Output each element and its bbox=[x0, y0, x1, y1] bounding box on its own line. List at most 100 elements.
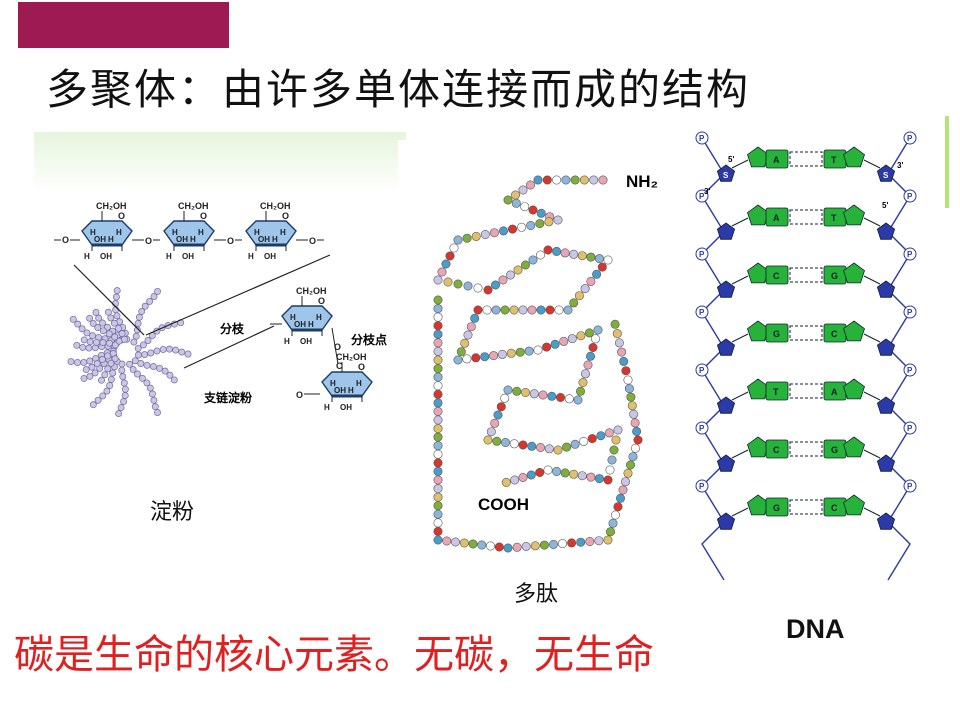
amino-acid-bead-25 bbox=[480, 230, 490, 240]
amino-acid-bead-9 bbox=[518, 185, 528, 195]
starch-glucose-bead-38 bbox=[94, 396, 102, 404]
amino-acid-bead-94 bbox=[588, 343, 598, 353]
glycosidic-link-right bbox=[863, 391, 881, 401]
starch-glucose-bead-110 bbox=[92, 309, 100, 316]
amino-acid-bead-205 bbox=[631, 443, 641, 453]
oh-label: OH bbox=[100, 252, 112, 261]
amino-acid-bead-35 bbox=[453, 279, 463, 289]
amino-acid-bead-115 bbox=[492, 436, 502, 446]
starch-glucose-bead-44 bbox=[121, 385, 129, 393]
amino-acid-bead-84 bbox=[524, 346, 534, 356]
starch-glucose-bead-48 bbox=[115, 410, 123, 418]
amino-acid-bead-69 bbox=[482, 305, 492, 315]
amino-acid-bead-144 bbox=[518, 472, 528, 482]
amino-acid-bead-143 bbox=[526, 470, 536, 480]
starch-glucose-bead-74 bbox=[178, 348, 186, 356]
base-letter-left: A bbox=[773, 213, 780, 223]
amino-acid-bead-78 bbox=[471, 353, 481, 363]
hydrogen-bond-box bbox=[789, 267, 823, 283]
amino-acid-bead-171 bbox=[433, 501, 443, 511]
phosphate-right bbox=[903, 247, 917, 261]
starch-glucose-bead-122 bbox=[89, 319, 97, 327]
amino-acid-bead-216 bbox=[617, 347, 627, 357]
amino-acid-bead-24 bbox=[489, 228, 499, 238]
sugar-left bbox=[716, 338, 736, 356]
amino-acid-bead-108 bbox=[503, 385, 513, 395]
phosphate-label-left: P bbox=[699, 192, 705, 201]
glycosidic-link-right bbox=[863, 507, 881, 517]
starch-glucose-bead-64 bbox=[161, 367, 169, 375]
phosphate-label-right: P bbox=[907, 250, 913, 259]
amino-acid-bead-140 bbox=[552, 466, 562, 476]
base-pentagon-right bbox=[843, 494, 865, 516]
amino-acid-bead-76 bbox=[453, 355, 463, 365]
amino-acid-bead-183 bbox=[503, 543, 513, 553]
amino-acid-bead-186 bbox=[530, 541, 540, 551]
sugar-right bbox=[876, 454, 896, 472]
amino-acid-bead-4 bbox=[561, 175, 571, 185]
amino-acid-bead-109 bbox=[500, 393, 510, 403]
base-ring-left bbox=[765, 439, 789, 459]
amino-acid-bead-21 bbox=[517, 222, 527, 232]
phosphate-left bbox=[695, 131, 709, 145]
amino-acid-bead-6 bbox=[542, 175, 552, 185]
amino-acid-bead-19 bbox=[535, 219, 545, 229]
amino-acid-bead-206 bbox=[633, 435, 643, 445]
amino-acid-bead-57 bbox=[580, 284, 590, 294]
amino-acid-bead-217 bbox=[614, 338, 624, 348]
amino-acid-bead-13 bbox=[520, 202, 530, 212]
phosphate-right bbox=[903, 305, 917, 319]
zoom-line-branch bbox=[183, 325, 275, 369]
amino-acid-bead-44 bbox=[528, 255, 538, 265]
amino-acid-bead-173 bbox=[433, 518, 443, 528]
amino-acid-bead-53 bbox=[603, 255, 613, 265]
carbon-label: C bbox=[336, 361, 343, 371]
starch-glucose-bead-63 bbox=[156, 364, 163, 372]
starch-glucose-bead-137 bbox=[107, 359, 115, 367]
amino-acid-bead-204 bbox=[628, 452, 638, 462]
starch-glucose-bead-40 bbox=[118, 360, 126, 368]
starch-glucose-bead-30 bbox=[80, 374, 88, 382]
base-letter-left: C bbox=[773, 445, 780, 455]
sugar-label-right: S bbox=[883, 171, 889, 180]
oh-label: OH bbox=[176, 235, 188, 244]
amino-acid-bead-162 bbox=[433, 424, 443, 434]
amino-acid-bead-5 bbox=[552, 175, 562, 185]
h-label: H bbox=[308, 320, 314, 329]
amino-acid-bead-104 bbox=[538, 390, 548, 400]
amino-acid-bead-178 bbox=[459, 538, 469, 548]
amino-acid-bead-132 bbox=[607, 455, 617, 465]
starch-glucose-bead-92 bbox=[146, 297, 154, 305]
sugar-left bbox=[716, 454, 736, 472]
amino-acid-bead-161 bbox=[433, 415, 443, 425]
starch-glucose-bead-119 bbox=[105, 330, 113, 338]
amino-acid-bead-180 bbox=[477, 540, 487, 550]
zoom-line-right bbox=[145, 254, 331, 336]
base-pentagon-left bbox=[747, 494, 769, 516]
sugar-right bbox=[876, 396, 896, 414]
starch-glucose-bead-28 bbox=[91, 369, 99, 377]
polypeptide-label: 多肽 bbox=[514, 582, 559, 607]
amino-acid-bead-46 bbox=[543, 245, 553, 255]
amino-acid-bead-119 bbox=[527, 441, 537, 451]
amino-acid-bead-12 bbox=[511, 198, 521, 208]
amino-acid-bead-148 bbox=[433, 304, 443, 314]
starch-glucose-bead-52 bbox=[138, 374, 146, 382]
base-ring-left bbox=[765, 265, 789, 285]
amino-acid-bead-139 bbox=[560, 468, 570, 478]
amino-acid-bead-184 bbox=[512, 542, 522, 552]
amino-acid-bead-211 bbox=[626, 392, 636, 402]
starch-glucose-bead-58 bbox=[154, 409, 161, 416]
starch-glucose-bead-56 bbox=[150, 396, 158, 404]
dna-backbone-L bbox=[701, 137, 725, 581]
starch-glucose-bead-100 bbox=[112, 306, 120, 314]
amino-acid-bead-107 bbox=[512, 386, 522, 396]
starch-glucose-bead-121 bbox=[94, 324, 102, 331]
phosphate-right bbox=[903, 363, 917, 377]
starch-glucose-bead-55 bbox=[148, 390, 156, 398]
h-label: H bbox=[330, 379, 336, 388]
h-label: H bbox=[198, 228, 204, 237]
